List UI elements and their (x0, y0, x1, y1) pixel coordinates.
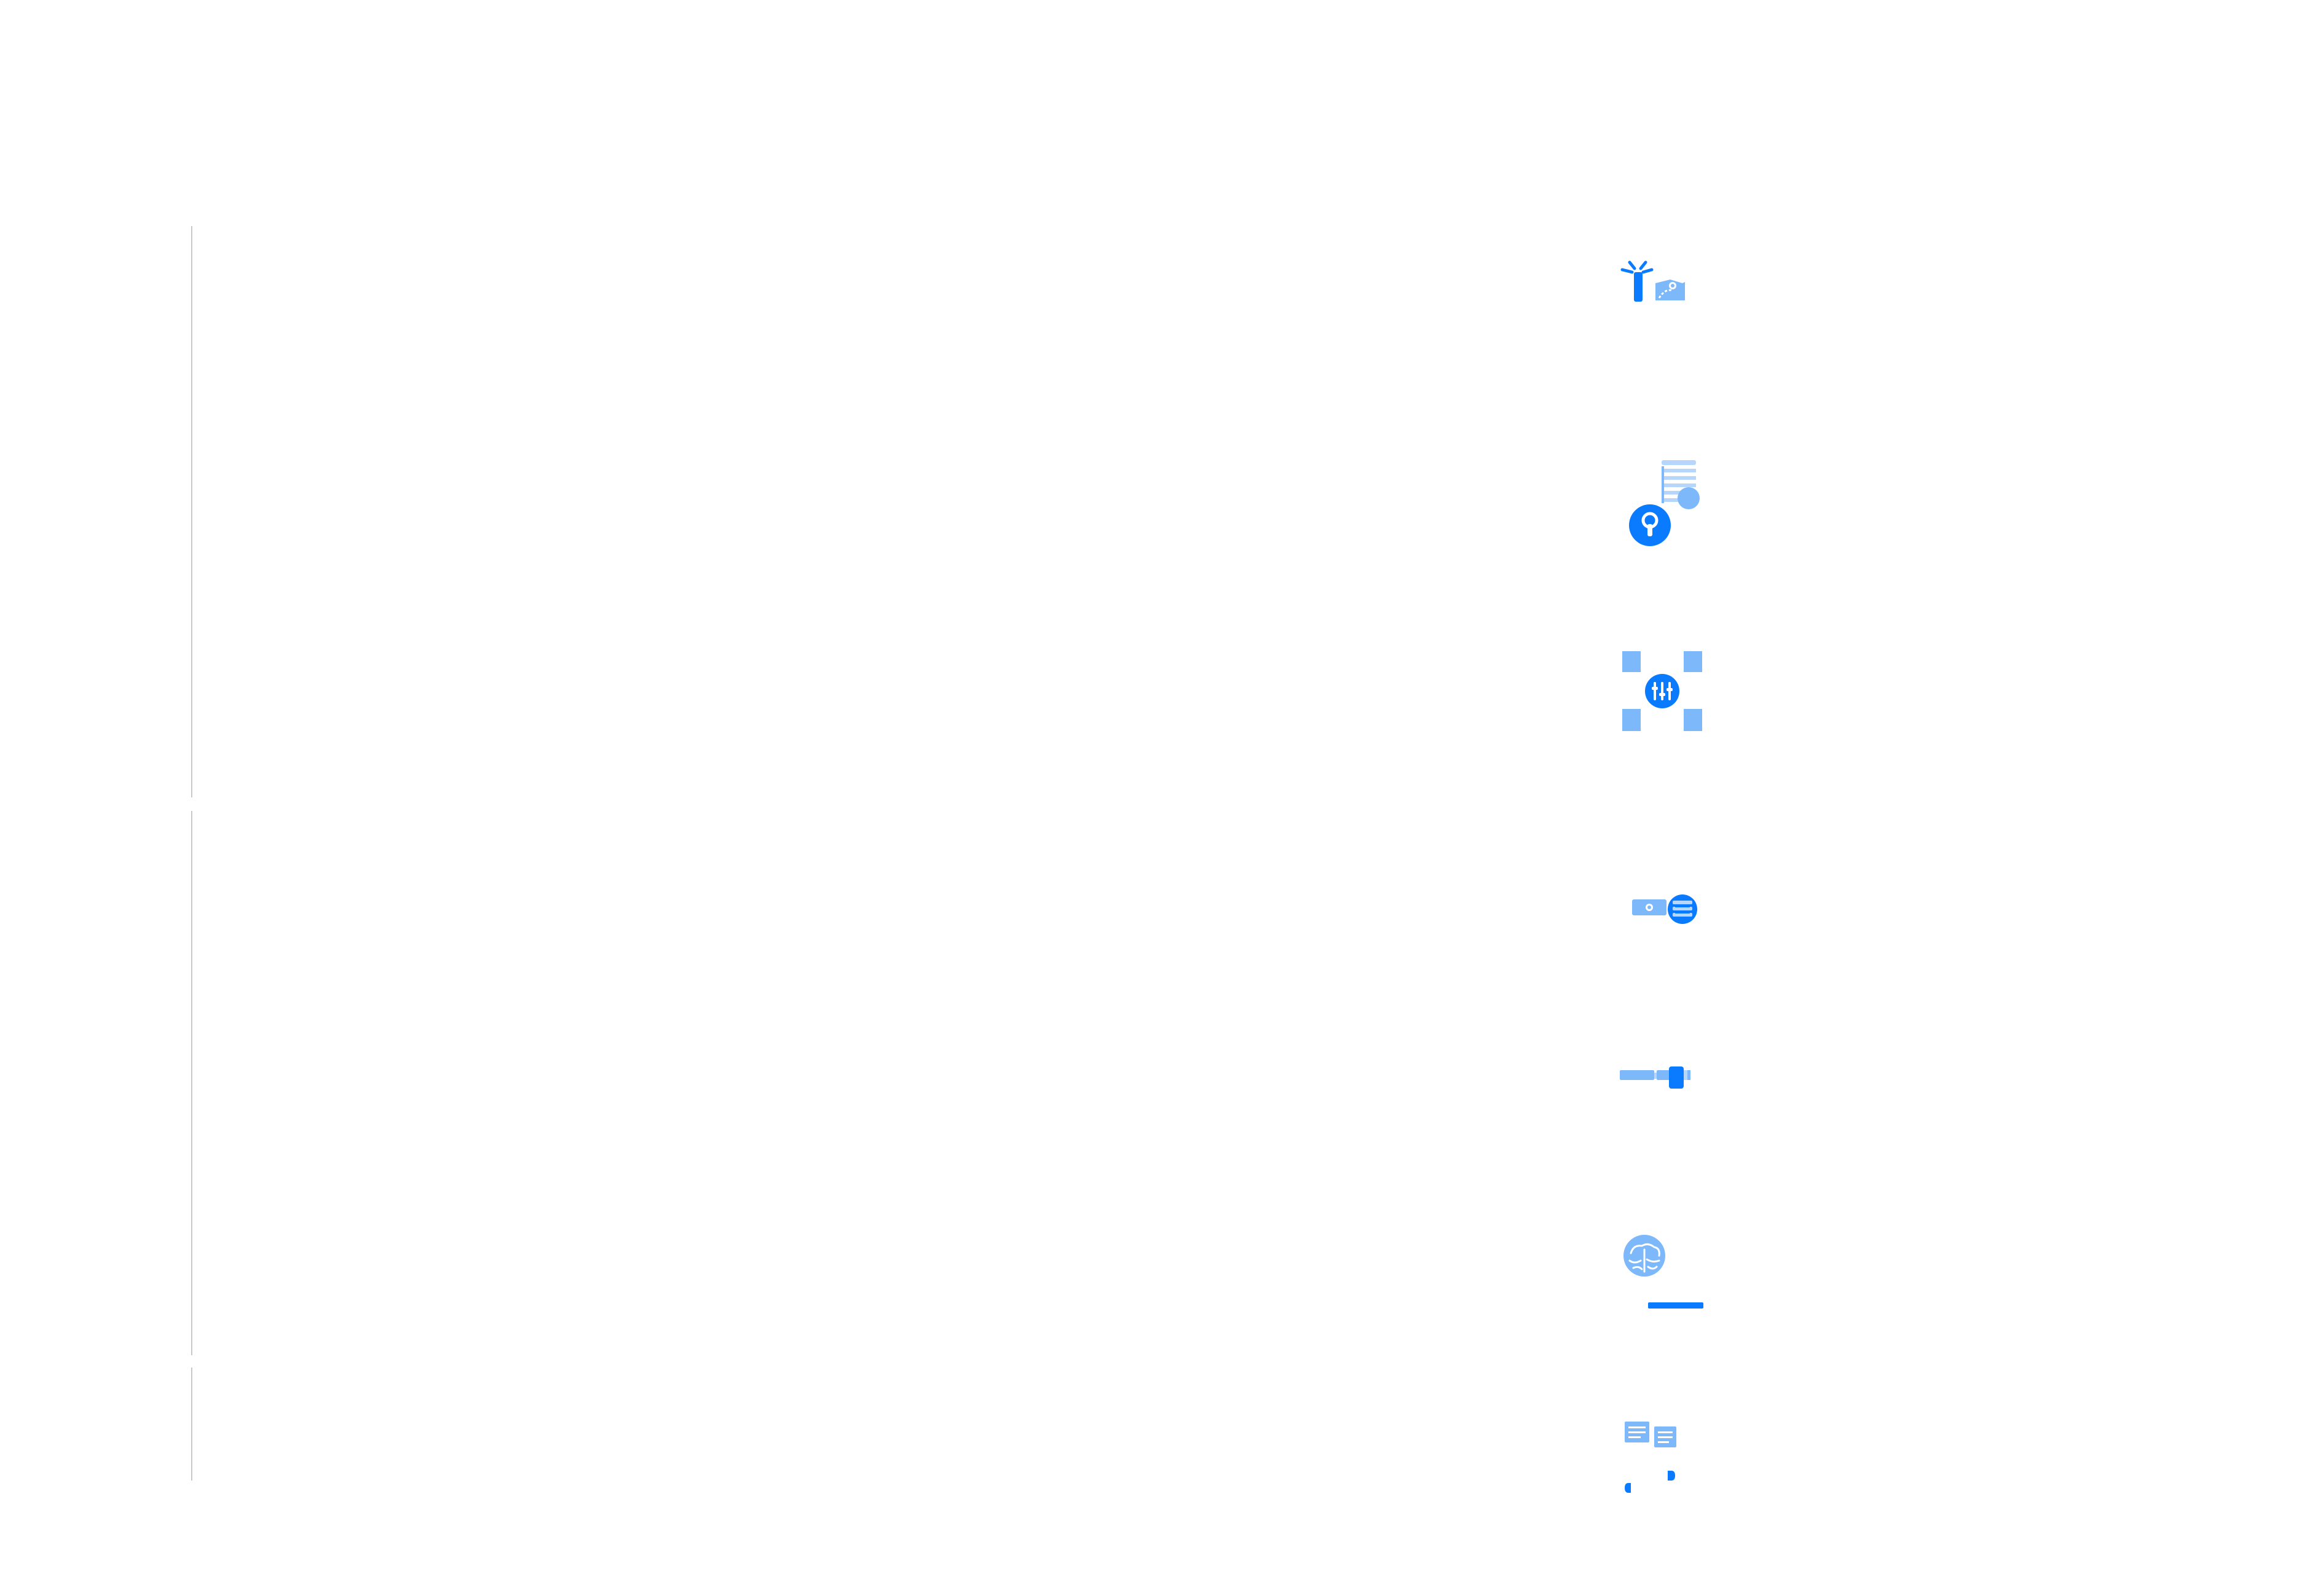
divider-line-middle (191, 811, 192, 1355)
beacon-map-icon (1620, 260, 1685, 302)
keyhole-notes-icon (1629, 460, 1700, 546)
focus-sliders-icon (1622, 651, 1702, 731)
documents-pill-icon (1625, 1422, 1676, 1493)
camera-toggle-icon (1632, 894, 1697, 924)
brain-progress-icon (1623, 1235, 1703, 1309)
divider-line-bottom (191, 1367, 192, 1481)
slider-control-icon (1620, 1066, 1690, 1089)
divider-line-top (191, 226, 192, 797)
